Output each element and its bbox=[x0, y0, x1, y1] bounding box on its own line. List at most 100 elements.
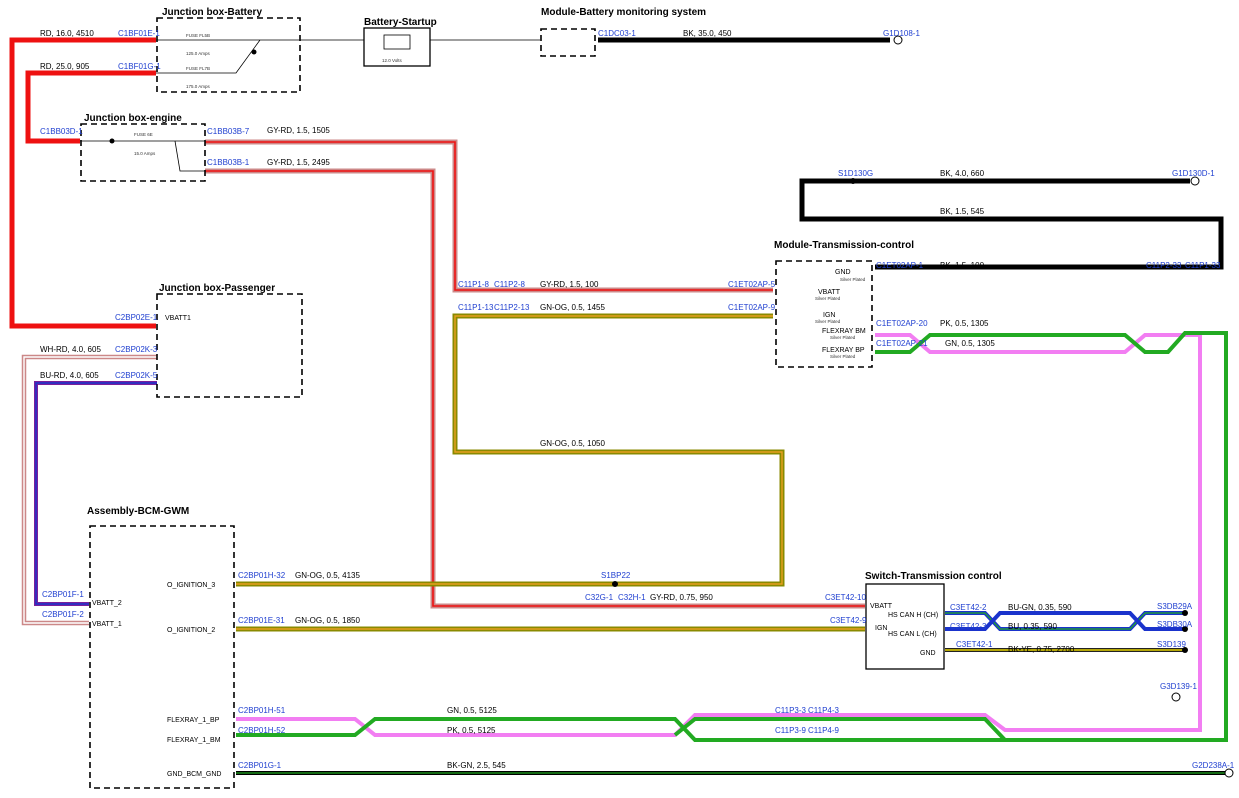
pin-label: O_IGNITION_3 bbox=[167, 582, 215, 589]
pin-label: HS CAN H (CH) bbox=[888, 612, 938, 619]
wire-bk-660[interactable] bbox=[799, 178, 1224, 270]
connector-label: C1BF01E-1 bbox=[118, 29, 160, 38]
connector-label: C2BP02K-5 bbox=[115, 371, 158, 380]
fuse-fl7b-rating: 175.0 Amps bbox=[186, 84, 211, 89]
wire-label: GN, 0.5, 1305 bbox=[945, 339, 995, 348]
bcm-title: Assembly-BCM-GWM bbox=[87, 506, 189, 517]
jb-battery-title: Junction box-Battery bbox=[162, 7, 262, 18]
wire-burd[interactable] bbox=[34, 381, 157, 606]
wire-label: GY-RD, 1.5, 1505 bbox=[267, 126, 330, 135]
connector-label: G1D108-1 bbox=[883, 29, 920, 38]
wire-label: GN, 0.5, 5125 bbox=[447, 706, 497, 715]
wire-label: GN-OG, 0.5, 1850 bbox=[295, 616, 360, 625]
plating-note: Silver Plated bbox=[815, 296, 841, 301]
wire-label: BK-GN, 2.5, 545 bbox=[447, 761, 506, 770]
connector-label: C1ET02AP-20 bbox=[876, 319, 928, 328]
wire-label: PK, 0.5, 5125 bbox=[447, 726, 496, 735]
connector-label: S1BP22 bbox=[601, 571, 631, 580]
pin-label: GND bbox=[920, 650, 936, 657]
switch-transmission-control bbox=[865, 583, 945, 670]
connector-label: C2BP01H-32 bbox=[238, 571, 286, 580]
connector-label: C11P1-33 bbox=[1185, 261, 1221, 270]
wire-gyrd-2495[interactable] bbox=[205, 168, 865, 609]
wire-label: BK, 1.5, 100 bbox=[940, 261, 985, 270]
connector-label: C32H-1 bbox=[618, 593, 646, 602]
wire-label: BK-YE, 0.75, 2700 bbox=[1008, 645, 1075, 654]
pin-label: FLEXRAY_1_BP bbox=[167, 717, 220, 724]
wire-label: GN-OG, 0.5, 1455 bbox=[540, 303, 605, 312]
module-transmission-control bbox=[775, 260, 873, 368]
junction-box-battery bbox=[156, 17, 301, 93]
connector-label: C3ET42-9 bbox=[830, 616, 867, 625]
wire-label: WH-RD, 4.0, 605 bbox=[40, 345, 101, 354]
pin-label: VBATT_2 bbox=[92, 600, 122, 607]
jb-passenger-title: Junction box-Passenger bbox=[159, 283, 275, 294]
connector-label: C11P1-13 bbox=[458, 303, 494, 312]
pin-label: VBATT bbox=[870, 603, 893, 610]
connector-label: S3D139 bbox=[1157, 640, 1186, 649]
connector-label: C3ET42-2 bbox=[950, 603, 987, 612]
wire-pk-1305[interactable] bbox=[236, 333, 1202, 737]
connector-label: C1BF01G-1 bbox=[118, 62, 161, 71]
plating-note: Silver Plated bbox=[815, 319, 841, 324]
wire-label: BK, 4.0, 660 bbox=[940, 169, 985, 178]
wire-label: BK, 1.5, 545 bbox=[940, 207, 985, 216]
connector-label: C2BP01F-2 bbox=[42, 610, 84, 619]
pin-label: FLEXRAY_1_BM bbox=[167, 737, 221, 744]
pin-label: VBATT bbox=[818, 289, 841, 296]
connector-label: C32G-1 bbox=[585, 593, 614, 602]
connector-label: C1BB03D-1 bbox=[40, 127, 83, 136]
plating-note: Silver Plated bbox=[830, 354, 856, 359]
connector-label: C1ET02AP-9 bbox=[728, 303, 776, 312]
connector-label: G3D139-1 bbox=[1160, 682, 1197, 691]
pin-label: GND bbox=[835, 269, 851, 276]
connector-label: C11P4-3 bbox=[808, 706, 840, 715]
wire-bu[interactable] bbox=[945, 611, 1185, 631]
pin-label: IGN bbox=[875, 625, 887, 632]
connector-label: C2BP01G-1 bbox=[238, 761, 282, 770]
wire-rd-16[interactable] bbox=[9, 37, 156, 329]
pin-label: VBATT_1 bbox=[92, 621, 122, 628]
connector-label: C2BP01F-1 bbox=[42, 590, 84, 599]
connector-label: C11P1-8 bbox=[458, 280, 490, 289]
connector-label: S3DB29A bbox=[1157, 602, 1193, 611]
connector-label: C2BP01E-31 bbox=[238, 616, 285, 625]
connector-label: C1ET02AP-21 bbox=[876, 339, 928, 348]
plating-note: Silver Plated bbox=[840, 277, 866, 282]
junction-box-passenger bbox=[156, 293, 303, 398]
wire-label: GY-RD, 1.5, 100 bbox=[540, 280, 599, 289]
wire-gn-1305[interactable] bbox=[673, 331, 1228, 742]
connector-label: C1BB03B-1 bbox=[207, 158, 250, 167]
jb-engine-title: Junction box-engine bbox=[84, 113, 182, 124]
battery-voltage: 12.0 Volts bbox=[382, 58, 403, 63]
connector-label: C11P2-33 bbox=[1146, 261, 1182, 270]
wire-gn-5125[interactable] bbox=[236, 717, 1005, 742]
wire-label: GN-OG, 0.5, 1050 bbox=[540, 439, 605, 448]
fuse-6e-label: FUSE 6E bbox=[134, 132, 153, 137]
connector-label: S3DB30A bbox=[1157, 620, 1193, 629]
wire-label: BU, 0.35, 590 bbox=[1008, 622, 1057, 631]
fuse-6e-rating: 15.0 Amps bbox=[134, 151, 156, 156]
connector-label: C11P3-9 bbox=[775, 726, 807, 735]
assembly-bcm-gwm bbox=[89, 525, 235, 789]
pin-label: FLEXRAY BM bbox=[822, 328, 866, 335]
wire-label: GN-OG, 0.5, 4135 bbox=[295, 571, 360, 580]
fuse-fl5b-rating: 125.0 Amps bbox=[186, 51, 211, 56]
pin-label: GND_BCM_GND bbox=[167, 771, 221, 778]
connector-label: G1D130D-1 bbox=[1172, 169, 1215, 178]
pin-label: IGN bbox=[823, 312, 835, 319]
wire-gnog-1455[interactable] bbox=[236, 313, 785, 587]
connector-label: C1ET02AP-5 bbox=[728, 280, 776, 289]
wire-label: GY-RD, 0.75, 950 bbox=[650, 593, 713, 602]
pin-label: VBATT1 bbox=[165, 315, 191, 322]
connector-label: C11P3-3 bbox=[775, 706, 807, 715]
junction-dots bbox=[109, 49, 1188, 653]
wire-label: GY-RD, 1.5, 2495 bbox=[267, 158, 330, 167]
wire-label: RD, 25.0, 905 bbox=[40, 62, 90, 71]
connector-label: C2BP01H-52 bbox=[238, 726, 286, 735]
pin-label: HS CAN L (CH) bbox=[888, 631, 937, 638]
wire-rd-25[interactable] bbox=[25, 70, 156, 144]
wire-label: BU-GN, 0.35, 590 bbox=[1008, 603, 1072, 612]
connector-label: C1BB03B-7 bbox=[207, 127, 250, 136]
